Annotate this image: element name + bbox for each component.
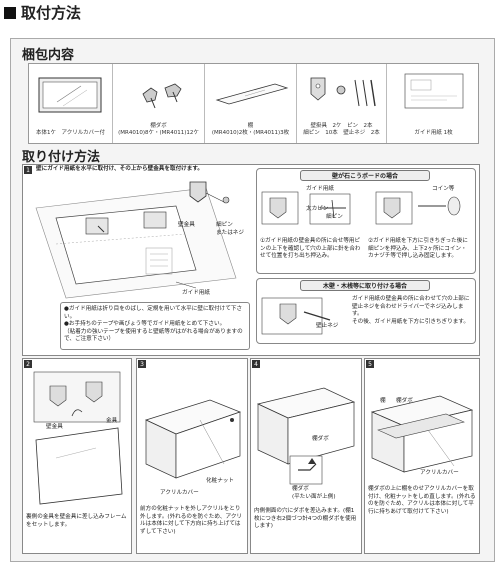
step1-number: 1 (24, 166, 32, 174)
contents-item-hardware-label: 壁掛具 2ケ ピン 2本 細ピン 10本 壁止ネジ 2本 (303, 122, 380, 136)
install-title: 取り付け方法 (22, 150, 101, 165)
step1-note-1: ●ガイド用紙は折り目をのばし、定規を用いて水平に壁に取付けて下さい。 (64, 306, 243, 320)
step5-number: 5 (366, 360, 374, 368)
gypsum-title: 壁が石こうボードの場合 (300, 170, 430, 181)
contents-box: 本体1ケ アクリルカバー付 棚ダボ (MR4010)8ケ・(MR4011)12ケ… (28, 63, 479, 144)
step5-illustration (370, 395, 474, 473)
step1-guide-label: ガイド用紙 (182, 290, 210, 296)
guide-paper-icon (404, 73, 464, 109)
contents-item-shelf: 棚 (MR4010)2枚・(MR4011)3枚 (205, 64, 297, 143)
heading-square-icon (4, 6, 16, 19)
step5-text: 棚ダボの上に棚をのせアクリルカバーを取付け、化粧ナットをしめ直します。(外れるの… (368, 486, 476, 515)
contents-item-hardware: 壁掛具 2ケ ピン 2本 細ピン 10本 壁止ネジ 2本 (297, 64, 387, 143)
contents-item-dowels-label: 棚ダボ (MR4010)8ケ・(MR4011)12ケ (118, 122, 199, 136)
step3-number: 3 (138, 360, 146, 368)
page-heading: 取付方法 (4, 2, 81, 23)
step4-number: 4 (252, 360, 260, 368)
wood-screw-label: 壁止ネジ (316, 323, 339, 329)
gypsum-guide-label: ガイド用紙 (306, 186, 334, 192)
contents-item-shelf-label: 棚 (MR4010)2枚・(MR4011)3枚 (211, 122, 290, 136)
step3-illustration (145, 399, 242, 479)
step5-dowel-label: 棚ダボ (396, 398, 413, 404)
step2-bracket-label: 壁金具 (46, 424, 63, 430)
contents-item-guide: ガイド用紙 1枚 (387, 64, 480, 143)
step5-cover-label: アクリルカバー (420, 470, 459, 476)
step4-dowelhole-label: 棚ダボ (平たい面が上側) (292, 486, 336, 500)
step2-text: 裏側の金具を壁金具に差し込みフレームをセットします。 (26, 514, 127, 528)
step3-cover-label: アクリルカバー (160, 490, 199, 496)
step1-wall-illustration (35, 181, 237, 299)
contents-item-guide-label: ガイド用紙 1枚 (414, 129, 453, 136)
gypsum-thinpin-label: 細ピン (326, 214, 343, 220)
gypsum-step-right: ②ガイド用紙を下方に引きちぎった後に細ピンを押込み、上下2ヶ所にコイン・カナヅチ… (368, 238, 468, 260)
contents-title: 梱包内容 (22, 48, 75, 63)
gypsum-step-left: ①ガイド用紙の壁金具の所に合せ等用ピンの上下を確認して穴の上部に針を合わせて位置… (260, 238, 361, 260)
contents-item-body: 本体1ケ アクリルカバー付 (29, 64, 113, 143)
page-heading-text: 取付方法 (21, 4, 82, 22)
step4-dowel-label: 棚ダボ (312, 436, 329, 442)
cabinet-body-icon (38, 77, 102, 113)
gypsum-coin-label: コイン等 (432, 186, 455, 192)
step2-illustration (33, 371, 123, 505)
step1-pin-label: 細ピン またはネジ (216, 222, 244, 236)
shelf-board-icon (215, 83, 289, 105)
wood-text: ガイド用紙の壁金具の所に合わせて穴の上部に壁止ネジを合わせドライバーでネジ込みし… (352, 296, 470, 325)
wall-bracket-and-pins-icon (310, 77, 376, 107)
step2-number: 2 (24, 360, 32, 368)
step1-note-2: ●お手持ちのテープや画びょう等でガイド用紙をとめて下さい。 （粘着力の強いテープ… (64, 321, 243, 343)
wood-title: 木壁・木桟等に取り付ける場合 (300, 280, 430, 291)
step2-fitting-label: 金具 (106, 418, 118, 424)
step1-bracket-label: 壁金具 (178, 222, 195, 228)
gypsum-illustration (261, 191, 461, 225)
step1-notes: ●ガイド用紙は折り目をのばし、定規を用いて水平に壁に取付けて下さい。 ●お手持ち… (60, 302, 250, 350)
step3-text: 前方の化粧ナットを外しアクリルをとり外します。(外れるのを防ぐため、アクリルは本… (140, 506, 243, 535)
shelf-dowel-icon (142, 83, 182, 109)
contents-item-body-label: 本体1ケ アクリルカバー付 (35, 129, 106, 136)
step3-nut-label: 化粧ナット (206, 478, 234, 484)
step4-illustration (256, 387, 356, 485)
step5-shelf-label: 棚 (380, 398, 386, 404)
wood-illustration (261, 297, 331, 335)
step1-text: 壁にガイド用紙を水平に取付け、その上から壁金具を取付けます。 (36, 166, 203, 172)
step4-text: 内側側面の穴にダボを差込みます。(棚1枚につき右2個づつ計4つの棚ダボを使用しま… (254, 508, 357, 530)
contents-item-dowels: 棚ダボ (MR4010)8ケ・(MR4011)12ケ (113, 64, 205, 143)
gypsum-fatpin-label: 太カピン (306, 206, 329, 212)
